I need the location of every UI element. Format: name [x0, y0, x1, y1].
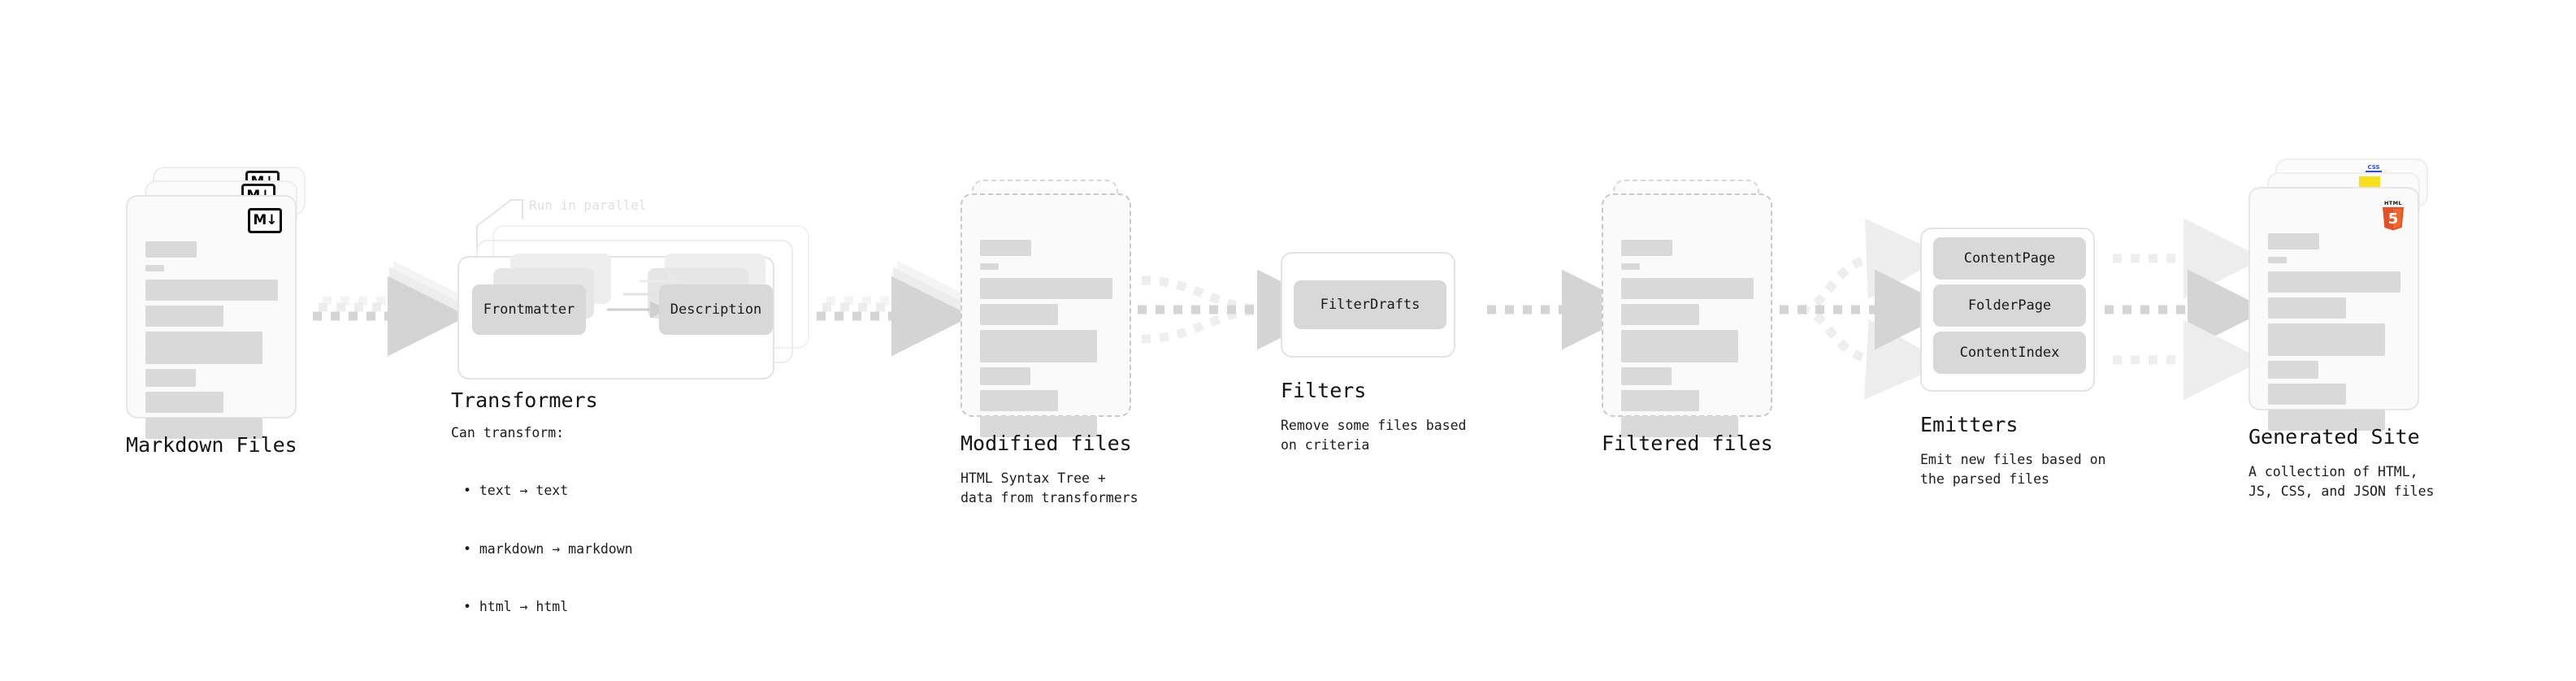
filtered-card-front [1602, 193, 1772, 437]
stage-title-emitters: Emitters [1920, 413, 2019, 436]
transformers-subtitle: Can transform: [451, 425, 565, 440]
parallel-leader-line [476, 199, 523, 249]
skeleton-bar [2268, 233, 2319, 249]
stage-title-modified-files: Modified files [961, 432, 1132, 455]
skeleton-bar [2268, 271, 2400, 293]
stage-title-filtered-files: Filtered files [1602, 432, 1773, 455]
skeleton-bar [1621, 367, 1672, 385]
chip-description[interactable]: Description [659, 284, 773, 335]
js-icon [2359, 176, 2380, 189]
bullet-item: • markdown → markdown [463, 540, 633, 557]
skeleton-bar [2268, 384, 2346, 405]
skeleton-bar [1621, 263, 1640, 270]
skeleton-bar [980, 304, 1058, 325]
svg-text:CSS: CSS [2367, 164, 2379, 171]
skeleton-bar [980, 240, 1031, 256]
arrow-markdown-to-transformers [313, 260, 474, 357]
transformers-bullet-list: • text → text • markdown → markdown • ht… [463, 442, 633, 656]
site-card-front: HTML 5 [2249, 187, 2419, 431]
skeleton-bar [145, 332, 262, 364]
skeleton-bar [1621, 240, 1672, 256]
transformer-inner-arrows [607, 272, 685, 319]
emitters-subtitle: Emit new files based on the parsed files [1920, 452, 2106, 487]
skeleton-bar [2268, 323, 2385, 356]
skeleton-bar [1621, 330, 1738, 362]
stage-title-markdown-files: Markdown Files [126, 433, 297, 457]
modified-files-subtitle: HTML Syntax Tree + data from transformer… [961, 471, 1138, 505]
skeleton-bar [980, 390, 1058, 411]
generated-site-subtitle: A collection of HTML, JS, CSS, and JSON … [2249, 464, 2435, 499]
skeleton-bar [145, 418, 262, 439]
arrow-filtered-to-emitters [1780, 219, 1955, 400]
skeleton-bar [2268, 297, 2346, 319]
chip-filterdrafts[interactable]: FilterDrafts [1294, 280, 1446, 329]
css-icon: CSS [2366, 164, 2382, 173]
chip-frontmatter[interactable]: Frontmatter [472, 284, 586, 335]
arrow-emitters-to-site [2105, 218, 2268, 401]
skeleton-bar [980, 330, 1097, 362]
arrow-modified-to-filters [1138, 269, 1338, 350]
skeleton-bar [145, 280, 278, 301]
modified-card-front [961, 193, 1131, 437]
skeleton-bar [980, 367, 1030, 385]
skeleton-bar [1621, 278, 1754, 299]
skeleton-bar [145, 265, 164, 271]
skeleton-bar [980, 416, 1097, 437]
stage-title-generated-site: Generated Site [2249, 425, 2420, 449]
bullet-item: • html → html [463, 599, 569, 615]
filters-subtitle: Remove some files based on criteria [1281, 418, 1467, 453]
html5-icon: HTML 5 [2383, 200, 2404, 231]
skeleton-bar [2268, 410, 2385, 431]
skeleton-bar [145, 369, 196, 387]
arrow-transformers-to-modified [817, 260, 978, 357]
stage-title-transformers: Transformers [451, 388, 598, 412]
chip-contentpage[interactable]: ContentPage [1933, 237, 2086, 280]
skeleton-bar [1621, 416, 1738, 437]
skeleton-bar [980, 263, 999, 270]
skeleton-bar [1621, 304, 1699, 325]
markdown-icon: M↓ [248, 208, 282, 233]
svg-text:5: 5 [2388, 210, 2399, 228]
skeleton-bar [145, 241, 197, 258]
skeleton-bar [145, 306, 223, 327]
skeleton-bar [2268, 361, 2318, 379]
bullet-item: • text → text [463, 482, 569, 498]
parallel-annotation: Run in parallel [529, 197, 647, 213]
chip-folderpage[interactable]: FolderPage [1933, 284, 2086, 327]
skeleton-bar [2268, 257, 2287, 263]
skeleton-bar [1621, 390, 1699, 411]
chip-contentindex[interactable]: ContentIndex [1933, 332, 2086, 374]
markdown-card-front: M↓ [126, 195, 297, 439]
skeleton-bar [980, 278, 1112, 299]
skeleton-bar [145, 392, 223, 413]
svg-text:HTML: HTML [2384, 200, 2402, 206]
stage-title-filters: Filters [1281, 379, 1367, 402]
